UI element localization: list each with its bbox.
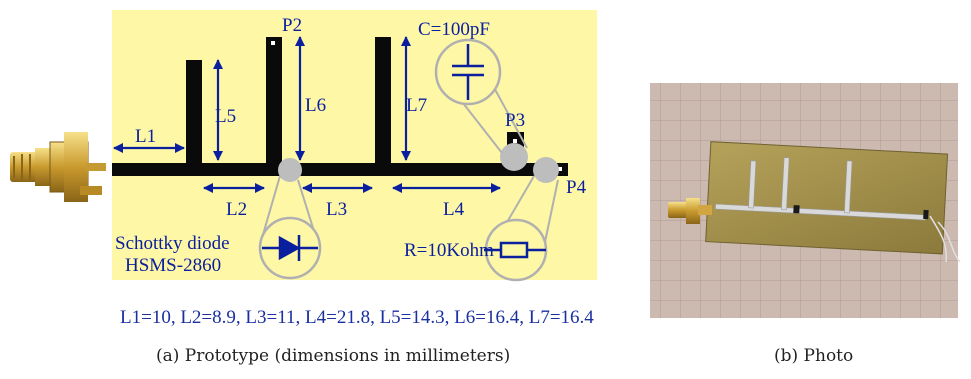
capacitor-pad	[500, 143, 528, 171]
label-l7: L7	[406, 95, 427, 116]
prototype-diagram: L1 L5 L6 L7 L2 L3 L4 P2 P3 P4 C=100pF R=…	[10, 10, 597, 282]
label-l5: L5	[215, 106, 236, 127]
prototype-photo	[650, 83, 961, 318]
dimensions-list: L1=10, L2=8.9, L3=11, L4=21.8, L5=14.3, …	[120, 307, 594, 328]
resistor-label: R=10Kohm	[404, 240, 494, 261]
sma-connector-icon	[10, 132, 106, 202]
capacitor-label: C=100pF	[418, 19, 490, 40]
label-l1: L1	[135, 126, 156, 147]
capacitor-zoom	[434, 38, 528, 154]
schottky-diode-icon	[262, 235, 318, 261]
diode-zoom	[258, 175, 322, 280]
diode-pad	[278, 158, 302, 182]
component-pads	[278, 143, 559, 183]
main-transmission-line	[112, 163, 565, 176]
label-l3: L3	[326, 199, 347, 220]
label-p4: P4	[566, 177, 587, 198]
diode-label-line1: Schottky diode	[115, 233, 230, 254]
stub-l5	[186, 60, 202, 170]
resistor-zoom	[484, 175, 559, 282]
pcb-board-icon	[705, 141, 949, 255]
label-p2: P2	[282, 15, 302, 36]
label-l6: L6	[305, 95, 326, 116]
diagram-labels: L1 L5 L6 L7 L2 L3 L4 P2 P3 P4 C=100pF R=…	[115, 15, 587, 276]
diode-label-line2: HSMS-2860	[125, 255, 221, 276]
label-p3: P3	[505, 110, 525, 131]
photo-sma-connector-icon	[668, 198, 712, 224]
resistor-pad	[533, 157, 559, 183]
caption-b: (b) Photo	[774, 346, 854, 366]
resistor-icon	[484, 241, 546, 259]
resistor-lead-wires	[929, 215, 961, 263]
stub-l7	[375, 37, 391, 170]
stub-l6	[266, 37, 282, 170]
caption-a: (a) Prototype (dimensions in millimeters…	[156, 346, 511, 366]
label-l2: L2	[226, 199, 247, 220]
microstrip-traces	[112, 37, 568, 176]
label-l4: L4	[443, 199, 465, 220]
dimension-arrows	[113, 36, 501, 193]
capacitor-icon	[452, 44, 484, 100]
